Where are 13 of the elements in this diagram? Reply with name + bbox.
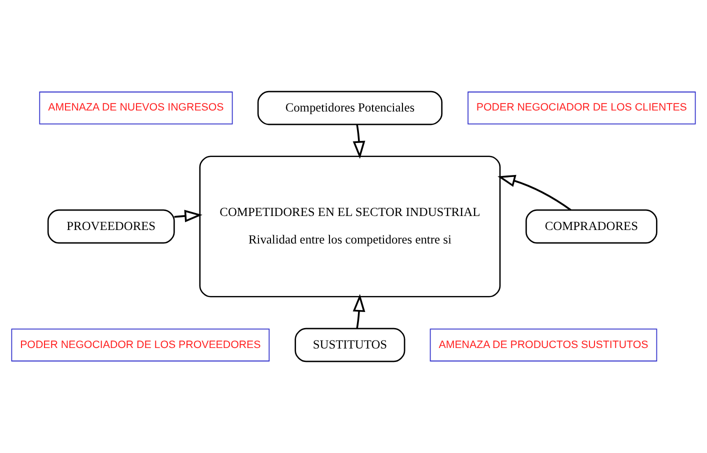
arrow — [352, 294, 366, 329]
node-box: AMENAZA DE PRODUCTOS SUSTITUTOS — [430, 328, 658, 362]
node-box: PROVEEDORES — [47, 209, 175, 244]
arrow — [352, 124, 366, 159]
node-box: PODER NEGOCIADOR DE LOS PROVEEDORES — [11, 328, 270, 362]
node-box: AMENAZA DE NUEVOS INGRESOS — [39, 92, 233, 124]
node-box: COMPRADORES — [526, 209, 658, 244]
node-box: COMPETIDORES EN EL SECTOR INDUSTRIAL Rivalidad entre los competidores entre si — [199, 156, 501, 298]
arrow — [498, 174, 572, 211]
node-box: Competidores Potenciales — [257, 90, 442, 126]
arrow — [174, 210, 202, 222]
node-box: SUSTITUTOS — [294, 328, 406, 362]
node-box: PODER NEGOCIADOR DE LOS CLIENTES — [468, 92, 696, 124]
